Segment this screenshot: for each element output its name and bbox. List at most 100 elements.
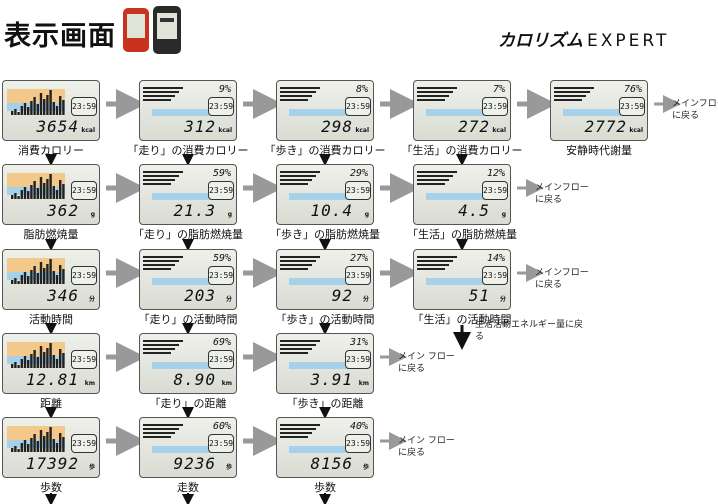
percent-readout: 40% (349, 421, 368, 432)
screen-caption: 「生活」の活動時間 (412, 313, 512, 326)
histogram-bar (20, 275, 23, 284)
main-value: 51 (468, 286, 490, 305)
category-lines (417, 169, 457, 187)
histogram-bar (17, 365, 20, 368)
histogram-bar (27, 276, 30, 284)
category-line (143, 432, 175, 434)
unit-label: 歩 (362, 464, 369, 471)
histogram-bar (20, 359, 23, 368)
screen-caption: 「生活」の脂肪燃焼量 (407, 228, 517, 241)
category-line (417, 268, 445, 270)
percent-readout: 69% (212, 337, 231, 348)
category-line (417, 91, 453, 93)
histogram-bar (49, 259, 52, 284)
histogram-bar (36, 104, 39, 115)
histogram-bar (39, 262, 43, 284)
percent-readout: 29% (349, 168, 368, 179)
screen-caption: 歩数 (314, 481, 336, 494)
category-line (417, 175, 453, 177)
histogram-bar (46, 264, 49, 284)
histogram-bar (59, 96, 62, 115)
histogram-bar (11, 280, 14, 284)
histogram-bar (17, 196, 20, 199)
blue-band (7, 272, 65, 280)
category-line (280, 352, 308, 354)
device-thumbnails (123, 6, 181, 54)
histogram-bar (20, 190, 23, 199)
category-lines (417, 85, 457, 103)
clock-display: 23:59 (345, 434, 371, 453)
category-line (143, 175, 179, 177)
histogram-bar (59, 180, 62, 199)
histogram-bar (52, 355, 55, 368)
category-line (143, 352, 171, 354)
histogram-bar (36, 441, 39, 452)
histogram-bar (27, 360, 30, 368)
category-line (280, 87, 320, 89)
screen-caption: 消費カロリー (18, 144, 84, 157)
main-value: 2772 (584, 117, 627, 136)
histogram-bar (59, 433, 62, 452)
histogram-bar (33, 266, 36, 284)
histogram-bar (46, 95, 49, 115)
unit-label: km (358, 380, 369, 387)
histogram-bar (14, 109, 17, 115)
percent-readout: 76% (623, 84, 642, 95)
histogram-bar (46, 432, 49, 452)
category-line (417, 87, 457, 89)
category-lines (280, 254, 320, 272)
histogram-bar (33, 97, 36, 115)
screen-caption: 「走り」の距離 (149, 397, 227, 410)
histogram-bar (23, 356, 27, 368)
histogram-bar (23, 272, 27, 284)
category-line (143, 428, 179, 430)
unit-label: g (90, 211, 95, 218)
category-line (143, 344, 179, 346)
category-line (143, 99, 171, 101)
histogram-bar (11, 448, 14, 452)
category-line (280, 348, 312, 350)
histogram-bar (43, 268, 46, 284)
main-value: 8156 (310, 454, 353, 473)
screen-caption: 活動時間 (29, 313, 73, 326)
return-note: メイン フローに戻る (398, 436, 455, 458)
screen-caption: 走数 (177, 481, 199, 494)
unit-label: g (501, 211, 506, 218)
histogram-bar (30, 438, 33, 452)
main-value: 346 (47, 286, 79, 305)
screen-caption: 「歩き」の距離 (286, 397, 364, 410)
category-line (554, 91, 590, 93)
lcd-screen: 23:59 40% 8156 歩 (276, 417, 374, 478)
percent-readout: 7% (492, 84, 505, 95)
histogram-bar (36, 188, 39, 199)
percent-readout: 12% (486, 168, 505, 179)
unit-label: g (364, 211, 369, 218)
screen-caption: 「走り」の脂肪燃焼量 (133, 228, 243, 241)
category-line (417, 260, 453, 262)
main-value: 3.91 (310, 370, 353, 389)
histogram-bar (62, 437, 65, 452)
category-lines (143, 169, 183, 187)
histogram-bar (52, 102, 55, 115)
histogram-bar (20, 443, 23, 452)
histogram-bar (39, 93, 43, 115)
category-line (143, 183, 171, 185)
ratio-band (289, 109, 367, 116)
clock-display: 23:59 (71, 97, 97, 116)
histogram-bar (55, 443, 59, 452)
main-value: 12.81 (25, 370, 79, 389)
category-line (280, 344, 316, 346)
histogram-bar (30, 354, 33, 368)
main-value: 8.90 (173, 370, 216, 389)
ratio-band (289, 446, 367, 453)
category-line (143, 268, 171, 270)
histogram-bar (62, 100, 65, 115)
screen-caption: 距離 (40, 397, 62, 410)
